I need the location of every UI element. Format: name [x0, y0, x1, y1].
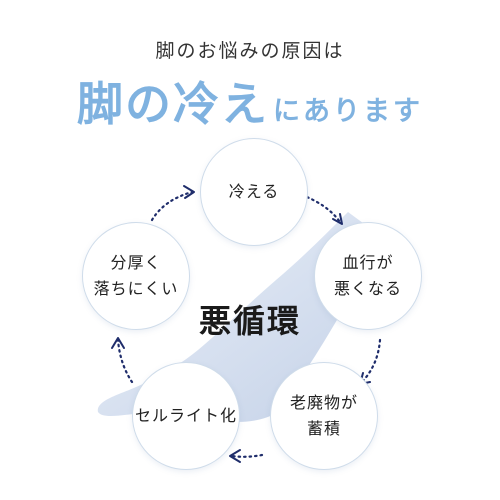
step-circle-4: セルライト化 [132, 362, 240, 470]
step-4-label: セルライト化 [134, 406, 237, 425]
step-3-line2: 蓄積 [306, 419, 341, 438]
arrow-5 [150, 190, 194, 222]
arrowhead-1 [332, 213, 343, 225]
step-2-line2: 悪くなる [333, 279, 402, 298]
step-1-label: 冷える [228, 182, 280, 201]
step-circle-5: 分厚く 落ちにくい [82, 222, 190, 330]
arrow-4 [116, 338, 134, 384]
arrowhead-4 [111, 337, 125, 349]
headline: 脚の冷えにあります [0, 68, 500, 134]
arrow-3 [230, 453, 264, 458]
step-3-line1: 老廃物が [289, 393, 358, 412]
arrowhead-5 [183, 185, 195, 199]
cycle-center-label: 悪循環 [198, 302, 301, 340]
arrow-1 [300, 193, 342, 224]
step-circle-2: 血行が 悪くなる [314, 222, 422, 330]
headline-main: 脚の冷え [77, 77, 269, 131]
arrow-2 [360, 338, 382, 384]
subtitle: 脚のお悩みの原因は [155, 40, 345, 62]
leg-silhouette [97, 212, 386, 422]
headline-tail: にあります [273, 96, 423, 127]
step-circle-1: 冷える [200, 138, 308, 246]
arrowhead-3 [229, 449, 241, 463]
step-circle-3: 老廃物が 蓄積 [270, 362, 378, 470]
step-5-line1: 分厚く [110, 253, 162, 272]
step-5-line2: 落ちにくい [93, 279, 179, 298]
step-2-line1: 血行が [342, 253, 394, 272]
